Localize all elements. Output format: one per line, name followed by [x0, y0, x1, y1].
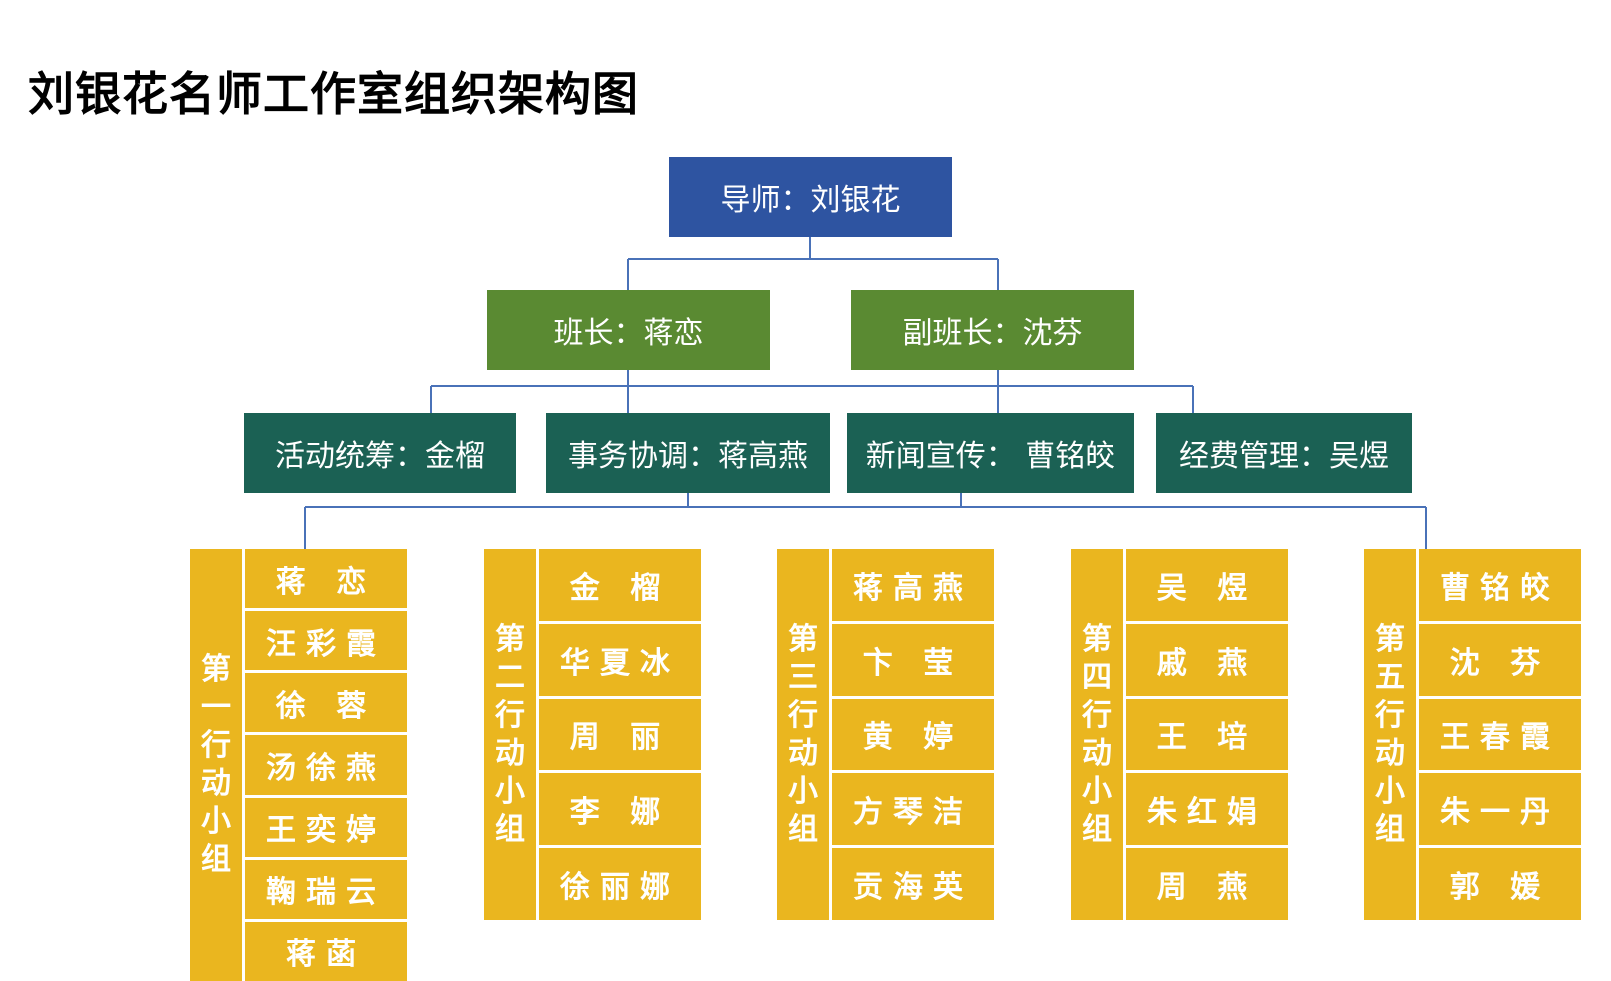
group-label-char: 四	[1082, 659, 1112, 695]
group-label-char: 第	[495, 621, 525, 657]
group-label-char: 动	[1082, 735, 1112, 771]
member-cell: 郭 媛	[1449, 870, 1551, 906]
group-label-char: 小	[1375, 773, 1405, 809]
group-label-char: 小	[495, 773, 525, 809]
class-monitor-box: 班长：蒋恋	[487, 290, 770, 370]
action-group-4: 第四行动小组 吴 煜 戚 燕 王 培 朱红娟 周 燕	[1071, 549, 1288, 920]
group-label-char: 第	[1082, 621, 1112, 657]
member-cell: 吴 煜	[1126, 549, 1288, 624]
member-cell: 徐丽娜	[560, 870, 680, 906]
news-publicity-box: 新闻宣传： 曹铭皎	[847, 413, 1134, 493]
group-label-char: 组	[1375, 811, 1405, 847]
group-label-char: 二	[495, 659, 525, 695]
action-group-1: 第一行动小组 蒋 恋 汪彩霞 徐 蓉 汤徐燕 王奕婷 鞠瑞云 蒋菡	[190, 549, 407, 981]
vice-monitor-box: 副班长：沈芬	[851, 290, 1134, 370]
activity-coordination-box: 活动统筹：金榴	[244, 413, 516, 493]
connector-mentor-leads	[627, 237, 999, 290]
group-label-char: 组	[788, 811, 818, 847]
group-label: 第四行动小组	[1071, 549, 1126, 920]
member-list: 蒋高燕 卞 莹 黄 婷 方琴洁 贡海英	[832, 549, 994, 920]
member-cell: 徐 蓉	[245, 673, 407, 736]
member-cell: 鞠瑞云	[245, 860, 407, 922]
group-label-char: 组	[201, 842, 231, 877]
member-cell: 金 榴	[539, 549, 701, 624]
group-label-char: 小	[1082, 773, 1112, 809]
member-cell: 汤徐燕	[245, 735, 407, 798]
connector-departments-groups	[304, 493, 1427, 549]
group-label-char: 动	[788, 735, 818, 771]
group-label-char: 组	[1082, 811, 1112, 847]
member-cell: 朱一丹	[1419, 773, 1581, 849]
group-label-char: 五	[1375, 659, 1405, 695]
member-cell: 王春霞	[1419, 699, 1581, 774]
action-group-2: 第二行动小组 金 榴 华夏冰 周 丽 李 娜 徐丽娜	[484, 549, 701, 920]
member-cell: 方琴洁	[832, 773, 994, 849]
action-group-5: 第五行动小组 曹铭皎 沈 芬 王春霞 朱一丹 郭 媛	[1364, 549, 1581, 920]
group-label-char: 动	[495, 735, 525, 771]
member-cell: 黄 婷	[832, 699, 994, 774]
member-list: 吴 煜 戚 燕 王 培 朱红娟 周 燕	[1126, 549, 1288, 920]
member-cell: 蒋 恋	[245, 549, 407, 612]
group-label-char: 动	[1375, 735, 1405, 771]
group-label: 第一行动小组	[190, 549, 245, 981]
member-cell: 王 培	[1126, 699, 1288, 774]
group-label-char: 小	[201, 804, 231, 839]
group-label-char: 第	[201, 652, 231, 687]
group-label-char: 动	[201, 766, 231, 801]
action-group-3: 第三行动小组 蒋高燕 卞 莹 黄 婷 方琴洁 贡海英	[777, 549, 994, 920]
group-label: 第三行动小组	[777, 549, 832, 920]
group-label-char: 行	[1082, 697, 1112, 733]
member-cell: 王奕婷	[245, 798, 407, 860]
member-cell: 贡海英	[853, 870, 973, 906]
member-cell: 曹铭皎	[1419, 549, 1581, 624]
member-cell: 戚 燕	[1126, 624, 1288, 699]
affairs-coordination-box: 事务协调：蒋高燕	[546, 413, 830, 493]
member-cell: 蒋菡	[286, 937, 366, 973]
member-cell: 李 娜	[539, 773, 701, 849]
member-cell: 周 丽	[539, 699, 701, 774]
member-list: 曹铭皎 沈 芬 王春霞 朱一丹 郭 媛	[1419, 549, 1581, 920]
group-label-char: 行	[788, 697, 818, 733]
member-cell: 沈 芬	[1419, 624, 1581, 699]
group-label-char: 小	[788, 773, 818, 809]
member-cell: 周 燕	[1156, 870, 1258, 906]
group-label: 第二行动小组	[484, 549, 539, 920]
mentor-box: 导师：刘银花	[669, 157, 952, 237]
group-label-char: 行	[201, 728, 231, 763]
member-cell: 朱红娟	[1126, 773, 1288, 849]
member-cell: 蒋高燕	[832, 549, 994, 624]
group-label-char: 第	[788, 621, 818, 657]
member-list: 蒋 恋 汪彩霞 徐 蓉 汤徐燕 王奕婷 鞠瑞云 蒋菡	[245, 549, 407, 981]
group-label-char: 行	[495, 697, 525, 733]
member-cell: 华夏冰	[539, 624, 701, 699]
group-label-char: 一	[201, 690, 231, 725]
member-cell: 汪彩霞	[245, 611, 407, 674]
member-list: 金 榴 华夏冰 周 丽 李 娜 徐丽娜	[539, 549, 701, 920]
connector-leads-departments	[430, 370, 1194, 413]
group-label-char: 组	[495, 811, 525, 847]
page-title: 刘银花名师工作室组织架构图	[28, 67, 639, 121]
group-label-char: 第	[1375, 621, 1405, 657]
funds-management-box: 经费管理：吴煜	[1156, 413, 1412, 493]
member-cell: 卞 莹	[832, 624, 994, 699]
group-label-char: 行	[1375, 697, 1405, 733]
group-label: 第五行动小组	[1364, 549, 1419, 920]
group-label-char: 三	[788, 659, 818, 695]
